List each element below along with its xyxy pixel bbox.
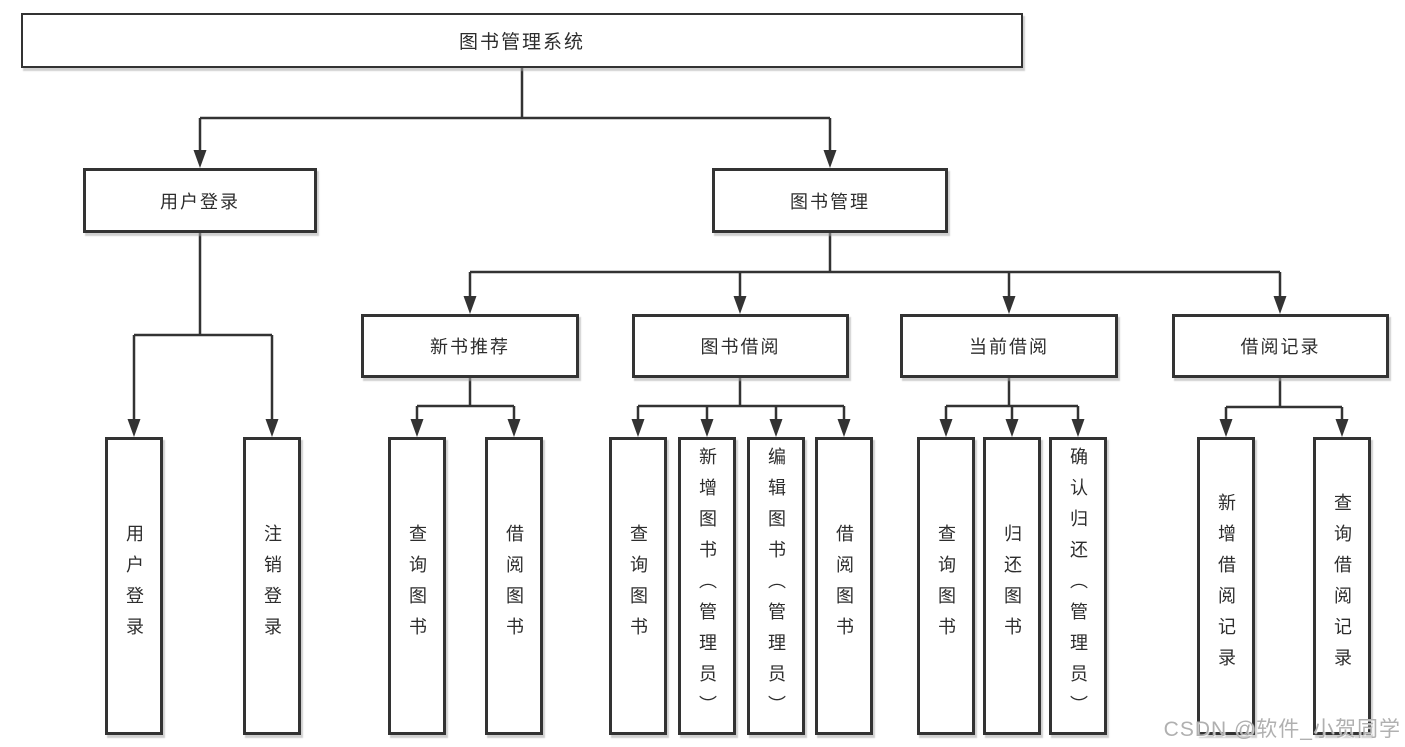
leaf-br-query-record: 查询借阅记录 (1313, 437, 1371, 735)
arrowhead-icon (769, 419, 783, 437)
leaf-cb-query-books: 查询图书 (917, 437, 975, 735)
leaf-user-login: 用户登录 (105, 437, 163, 735)
leaf-bb-add-books-admin: 新增图书（管理员） (678, 437, 736, 735)
node-new-book-recommend: 新书推荐 (361, 314, 579, 378)
arrowhead-icon (1002, 296, 1016, 314)
leaf-cb-confirm-return-admin: 确认归还（管理员） (1049, 437, 1107, 735)
arrowhead-icon (1005, 419, 1019, 437)
arrowhead-icon (1335, 419, 1349, 437)
arrowhead-icon (700, 419, 714, 437)
arrowhead-icon (507, 419, 521, 437)
arrowhead-icon (410, 419, 424, 437)
arrowhead-icon (733, 296, 747, 314)
leaf-logout-login: 注销登录 (243, 437, 301, 735)
node-book-management: 图书管理 (712, 168, 948, 233)
node-user-login: 用户登录 (83, 168, 317, 233)
arrowhead-icon (193, 150, 207, 168)
leaf-cb-return-books: 归还图书 (983, 437, 1041, 735)
node-borrowing-records: 借阅记录 (1172, 314, 1389, 378)
leaf-nb-query-books: 查询图书 (388, 437, 446, 735)
arrowhead-icon (1273, 296, 1287, 314)
arrowhead-icon (265, 419, 279, 437)
leaf-br-add-record: 新增借阅记录 (1197, 437, 1255, 735)
arrowhead-icon (1219, 419, 1233, 437)
arrowhead-icon (837, 419, 851, 437)
leaf-bb-borrow-books: 借阅图书 (815, 437, 873, 735)
arrowhead-icon (127, 419, 141, 437)
leaf-bb-edit-books-admin: 编辑图书（管理员） (747, 437, 805, 735)
leaf-bb-query-books: 查询图书 (609, 437, 667, 735)
node-book-borrowing: 图书借阅 (632, 314, 849, 378)
csdn-watermark: CSDN @软件_小贺同学 (1163, 718, 1401, 741)
node-current-borrowing: 当前借阅 (900, 314, 1118, 378)
node-library-management-system: 图书管理系统 (21, 13, 1023, 68)
arrowhead-icon (631, 419, 645, 437)
arrowhead-icon (463, 296, 477, 314)
arrowhead-icon (939, 419, 953, 437)
arrowhead-icon (823, 150, 837, 168)
arrowhead-icon (1071, 419, 1085, 437)
leaf-nb-borrow-books: 借阅图书 (485, 437, 543, 735)
